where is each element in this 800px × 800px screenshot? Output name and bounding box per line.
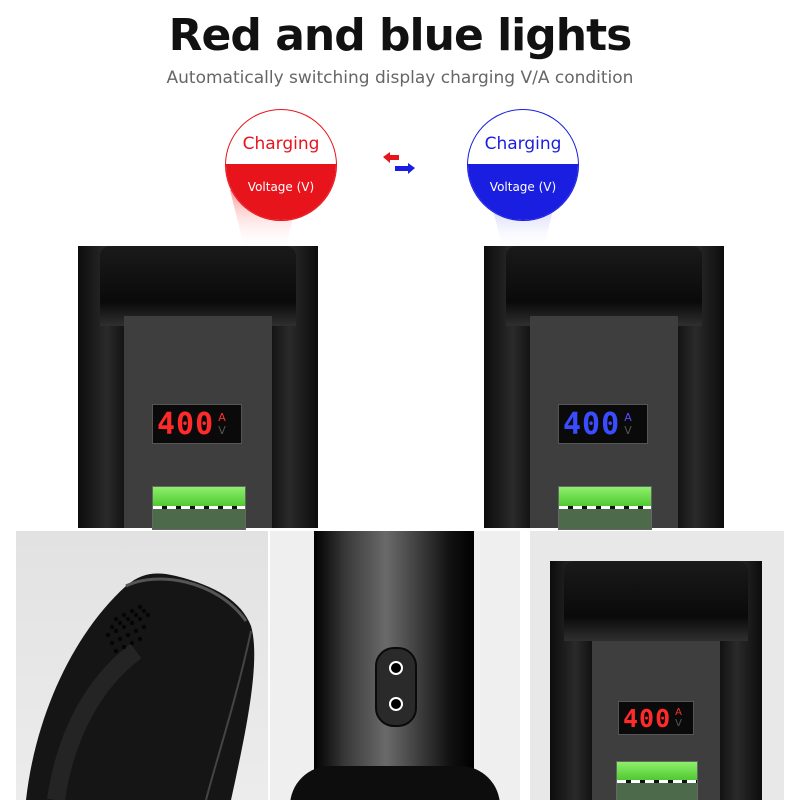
lcd-value: 400 bbox=[623, 703, 672, 733]
charger-blue-display: 400 A V bbox=[484, 246, 724, 530]
blue-mode-charging-label: Charging bbox=[484, 134, 562, 154]
lcd-value: 400 bbox=[157, 406, 215, 442]
usb-port bbox=[558, 486, 652, 530]
unit-a: A bbox=[624, 411, 632, 424]
usb-port bbox=[616, 761, 698, 800]
panel-power-socket bbox=[270, 531, 520, 800]
charger-red-display: 400 A V bbox=[78, 246, 318, 530]
blue-mode-indicator: Charging Voltage (V) bbox=[467, 109, 579, 221]
unit-v: V bbox=[624, 424, 632, 437]
unit-v: V bbox=[218, 424, 226, 437]
lcd-display: 400 A V bbox=[558, 404, 648, 444]
blue-mode-voltage-label: Voltage (V) bbox=[468, 164, 578, 220]
usb-port bbox=[152, 486, 246, 530]
unit-a: A bbox=[218, 411, 226, 424]
red-mode-charging-label: Charging bbox=[242, 134, 320, 154]
panel-vent-closeup bbox=[16, 531, 268, 800]
power-socket-icon bbox=[375, 647, 417, 727]
page-subtitle: Automatically switching display charging… bbox=[166, 68, 634, 88]
vent-holes bbox=[105, 604, 151, 654]
lcd-display: 400 A V bbox=[618, 701, 694, 735]
charger-base bbox=[290, 766, 500, 800]
red-mode-indicator: Charging Voltage (V) bbox=[225, 109, 337, 221]
unit-v: V bbox=[675, 718, 682, 729]
unit-a: A bbox=[675, 707, 682, 718]
red-mode-voltage-label: Voltage (V) bbox=[226, 164, 336, 220]
charger-side-image bbox=[26, 573, 255, 800]
lcd-display: 400 A V bbox=[152, 404, 242, 444]
panel-front-view: 400 A V bbox=[530, 531, 784, 800]
page-title: Red and blue lights bbox=[168, 10, 633, 61]
charger-front-red-display: 400 A V bbox=[550, 561, 762, 800]
lcd-value: 400 bbox=[563, 406, 621, 442]
swap-arrows-icon bbox=[383, 152, 415, 174]
